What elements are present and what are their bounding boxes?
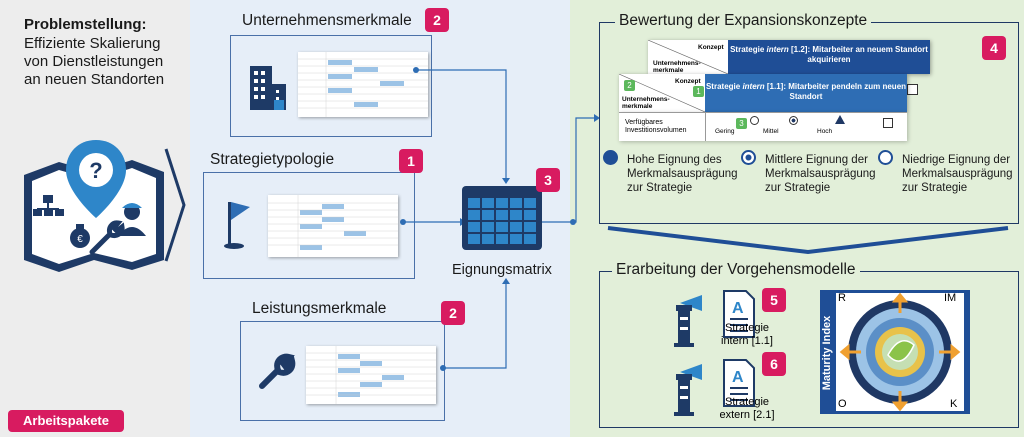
lighthouse-document-icon: A <box>674 290 755 347</box>
card-front-badge-left: 2 <box>624 80 635 91</box>
unternehmensmerkmale-badge: 2 <box>425 8 449 32</box>
maturity-corner-im: IM <box>944 292 957 304</box>
problem-line-3: an neuen Standorten <box>24 71 165 88</box>
legend-medium: Mittlere Eignung der Merkmalsausprägung … <box>765 154 876 194</box>
down-arrow-band <box>607 226 1009 255</box>
problem-line-2: von Dienstleistungen <box>24 53 164 70</box>
strategietypologie-box <box>203 172 415 279</box>
strategy-card-back: Konzept Unternehmens-merkmale Strategie … <box>648 40 930 74</box>
problem-title: Problemstellung: <box>24 16 147 33</box>
vorgehen-label: Erarbeitung der Vorgehensmodelle <box>612 261 860 279</box>
strategietypologie-table <box>268 195 398 257</box>
leistungsmerkmale-label: Leistungsmerkmale <box>248 300 391 318</box>
matrix-grid-icon <box>462 186 542 250</box>
maturity-corner-r: R <box>838 292 846 304</box>
card-back-konzept: Konzept <box>698 44 724 51</box>
unternehmensmerkmale-label: Unternehmensmerkmale <box>238 12 416 30</box>
map-pin-icon: ? € <box>24 140 164 272</box>
level-hoch: Hoch <box>817 128 833 135</box>
card-back-merkmale: Unternehmens-merkmale <box>653 60 701 74</box>
card-front-strategy: Strategie intern [1.1]: Mitarbeiter pend… <box>705 74 907 112</box>
svg-text:?: ? <box>89 158 102 183</box>
circle-empty-icon <box>750 116 759 125</box>
level-mittel: Mittel <box>763 128 779 135</box>
flag-icon <box>224 202 250 249</box>
legend-empty-icon <box>878 150 893 165</box>
unternehmensmerkmale-table <box>298 52 428 117</box>
legend-low: Niedrige Eignung der Merkmalsausprägung … <box>902 154 1013 194</box>
problem-line-1: Effiziente Skalierung <box>24 35 161 52</box>
triangle-icon <box>835 115 845 124</box>
strategietypologie-label: Strategietypologie <box>206 151 339 169</box>
eignungsmatrix-label: Eignungsmatrix <box>452 262 552 278</box>
lighthouse-document-icon: A <box>674 359 755 416</box>
circle-dot-icon <box>789 116 798 125</box>
svg-text:€: € <box>77 234 83 245</box>
leistungsmerkmale-badge: 2 <box>441 301 465 325</box>
legend-dot-icon <box>741 150 756 165</box>
square-icon <box>883 118 893 128</box>
chevron-right-icon <box>164 148 186 262</box>
card-back-strategy: Strategie intern [1.2]: Mitarbeiter an n… <box>728 40 930 74</box>
legend-high: Hohe Eignung des Merkmalsausprägung zur … <box>627 154 738 194</box>
card-front-badge-right: 1 <box>693 86 704 97</box>
card-front-merkmale: Unternehmens-merkmale <box>622 96 670 110</box>
empty-square-icon <box>907 84 918 95</box>
arbeitspakete-badge: Arbeitspakete <box>8 410 124 432</box>
row-label: Verfügbares Investitionsvolumen <box>625 119 687 134</box>
building-icon <box>250 66 286 110</box>
svg-text:A: A <box>732 300 744 317</box>
strategietypologie-badge: 1 <box>399 149 423 173</box>
leistungsmerkmale-table <box>306 346 436 404</box>
strategie-intern-label: Strategie intern [1.1] <box>721 322 773 347</box>
card-front-konzept: Konzept <box>675 78 701 85</box>
strategie-intern-badge: 5 <box>762 288 786 312</box>
legend-full-icon <box>603 150 618 165</box>
level-gering: Gering <box>715 128 735 135</box>
bewertung-badge: 4 <box>982 36 1006 60</box>
strategy-card-front: Konzept Unternehmens-merkmale 2 1 Strate… <box>619 74 907 112</box>
maturity-corner-k: K <box>950 398 958 410</box>
investment-row: Verfügbares Investitionsvolumen Gering 3… <box>619 112 907 141</box>
middle-connectors <box>400 67 600 371</box>
strategie-extern-badge: 6 <box>762 352 786 376</box>
unternehmensmerkmale-box <box>230 35 432 137</box>
bewertung-label: Bewertung der Expansionskonzepte <box>615 12 872 30</box>
wrench-icon <box>259 353 296 389</box>
svg-text:A: A <box>732 369 744 386</box>
maturity-corner-o: O <box>838 398 847 410</box>
strategie-extern-label: Strategie extern [2.1] <box>719 396 775 421</box>
maturity-circle-icon <box>839 293 961 411</box>
leistungsmerkmale-box <box>240 321 445 421</box>
eignungsmatrix-badge: 3 <box>536 168 560 192</box>
row-badge: 3 <box>736 118 747 129</box>
maturity-axis-label: Maturity Index <box>821 315 833 391</box>
